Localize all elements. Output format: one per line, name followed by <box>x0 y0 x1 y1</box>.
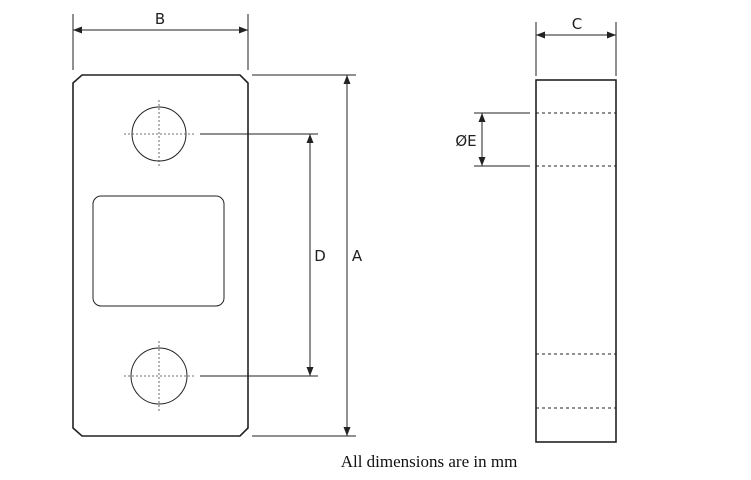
dimension-c-label: C <box>572 15 582 33</box>
units-caption: All dimensions are in mm <box>341 452 518 471</box>
dimension-b-label: B <box>155 10 165 28</box>
dimension-a-label: A <box>352 247 363 265</box>
bottom-hole <box>130 347 188 405</box>
side-outline <box>535 79 617 443</box>
front-view <box>72 74 249 437</box>
dimension-e: ØE <box>455 112 530 167</box>
front-outline <box>72 74 249 437</box>
dimension-d: D <box>200 133 326 377</box>
dimension-b: B <box>72 10 249 70</box>
dimension-c: C <box>535 15 617 76</box>
center-window <box>92 195 225 307</box>
dimension-e-label: ØE <box>455 132 476 150</box>
dimension-a: A <box>252 74 363 437</box>
dimension-d-label: D <box>314 247 326 265</box>
side-view <box>535 79 617 443</box>
